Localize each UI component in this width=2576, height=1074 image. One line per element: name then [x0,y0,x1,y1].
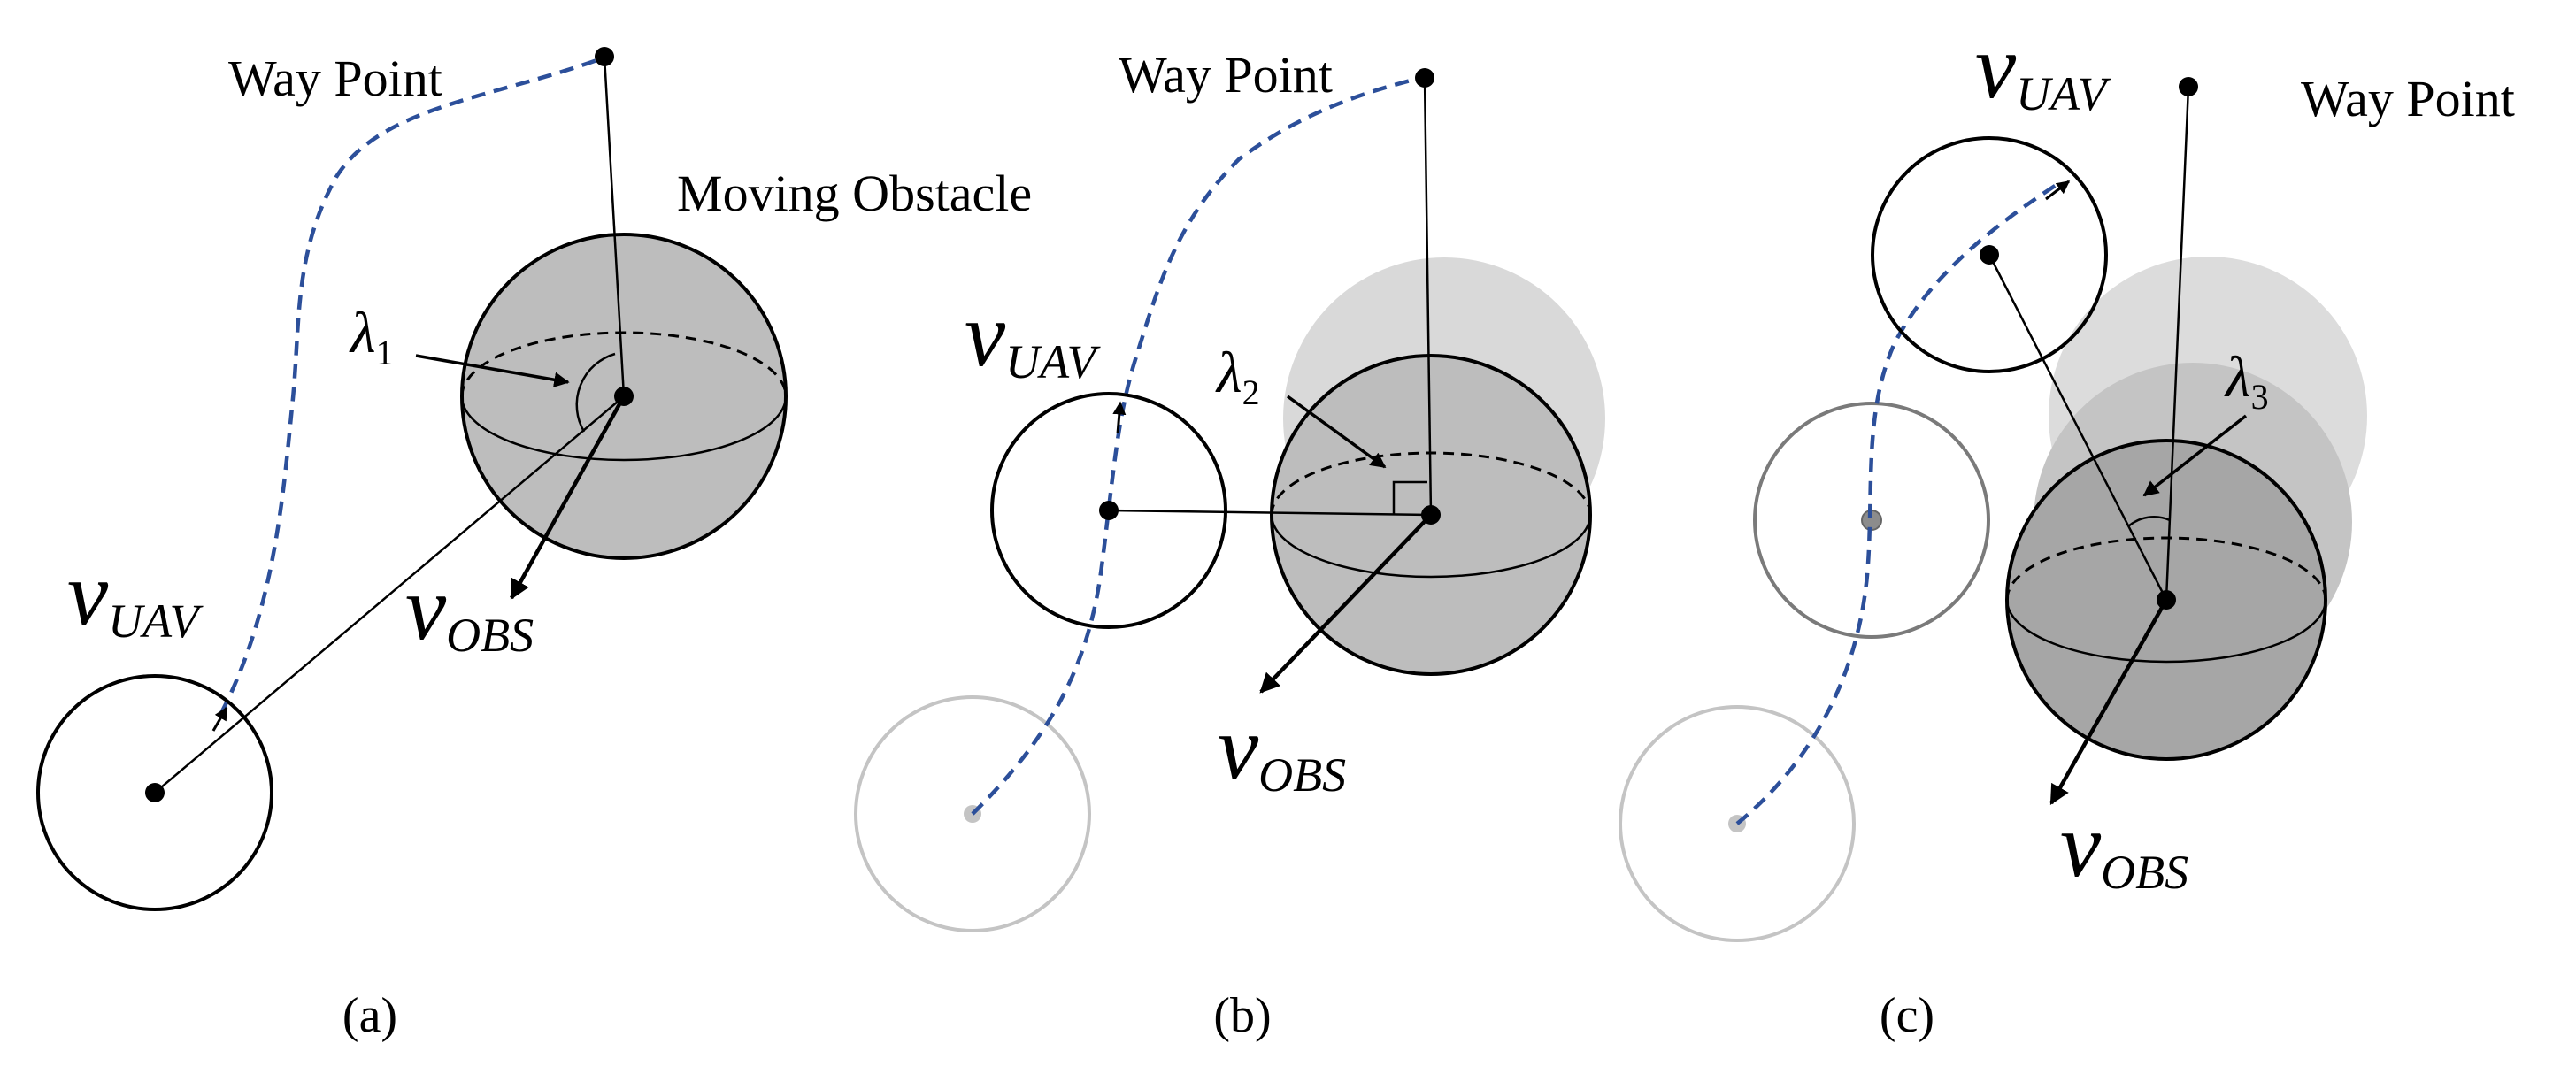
v-obs-symbol-a: v [405,557,447,659]
waypoint-label-b: Way Point [1119,46,1333,104]
v-obs-label-b: vOBS [1218,697,1346,802]
uav-center-c [1980,245,1999,265]
uav-velocity-arrow-a [211,706,228,732]
v-uav-symbol-c: v [1975,16,2017,118]
angle-arc-lambda3 [2127,516,2171,527]
obstacle-velocity-arrow-c [2049,598,2168,805]
uav-circle-b [990,392,1227,629]
v-obs-label-c: vOBS [2060,794,2188,899]
v-obs-symbol-b: v [1218,697,1259,799]
los-line-b [1108,509,1432,517]
obstacle-center-a [614,387,634,406]
v-obs-subscript-a: OBS [446,609,534,662]
obstacle-velocity-arrow-b [1259,513,1433,694]
lambda1-pointer [415,354,570,387]
uav-center-b [1099,501,1119,520]
obstacle-velocity-arrow-a [510,395,626,600]
panel-c: Way Point vUAV λ3 vOBS (c) [1619,16,2515,1043]
panel-a: Way Point Moving Obstacle λ1 vUAV vOBS (… [36,47,1032,1043]
lambda1-subscript: 1 [376,333,394,372]
lambda2-subscript: 2 [1242,372,1260,412]
obstacle-center-c [2157,590,2176,610]
v-obs-symbol-c: v [2060,794,2102,896]
uav-path-b [971,75,1421,816]
waypoint-dot-c [2179,77,2198,96]
uav-path-c [1735,180,2064,825]
lambda3-subscript: 3 [2251,377,2269,417]
lambda2-symbol: λ [1215,341,1242,405]
uav-ghost-circle-c2 [1753,402,1990,639]
lambda2-label: λ2 [1215,341,1260,412]
waypoint-label-a: Way Point [228,50,442,107]
v-uav-subscript-c: UAV [2016,67,2111,120]
obstacle-waypoint-line-b [1423,77,1433,516]
uav-velocity-arrow-b [1112,401,1127,434]
uav-ghost-circle-b [854,695,1091,932]
v-obs-subscript-b: OBS [1258,748,1346,802]
v-uav-symbol-b: v [965,284,1006,386]
panel-b: Way Point vUAV λ2 vOBS (b) [854,46,1605,1043]
v-uav-subscript-a: UAV [108,595,204,648]
waypoint-dot-a [595,47,614,66]
lambda3-symbol: λ [2224,345,2251,410]
waypoint-dot-b [1415,68,1434,88]
obstacle-center-b [1421,505,1441,525]
lambda3-label: λ3 [2224,345,2269,417]
v-uav-label-c: vUAV [1975,16,2111,120]
right-angle-marker-b [1392,480,1427,515]
v-uav-label-b: vUAV [965,284,1101,388]
lambda1-symbol: λ [349,301,376,365]
obstacle-waypoint-line-c [2165,86,2190,601]
uav-center-a [145,783,165,802]
los-line-a [154,395,625,794]
los-line-c [1988,254,2168,601]
v-obs-label-a: vOBS [405,557,534,662]
v-uav-subscript-b: UAV [1005,335,1101,388]
obstacle-waypoint-line-a [603,56,626,397]
uav-ghost-circle-c1 [1619,705,1856,942]
v-uav-label-a: vUAV [67,543,204,648]
angle-arc-lambda1 [575,352,616,433]
v-obs-subscript-c: OBS [2101,846,2188,899]
waypoint-label-c: Way Point [2301,70,2515,127]
v-uav-symbol-a: v [67,543,109,645]
moving-obstacle-label: Moving Obstacle [677,165,1032,222]
caption-a: (a) [342,988,397,1043]
caption-b: (b) [1213,988,1271,1043]
lambda1-label: λ1 [349,301,394,372]
uav-circle-c [1871,136,2108,373]
lambda2-pointer [1286,395,1387,469]
caption-c: (c) [1880,988,1934,1043]
uav-velocity-arrow-c [2045,180,2071,201]
uav-path-a [219,56,603,715]
lambda3-pointer [2142,414,2248,497]
uav-circle-a [36,674,273,911]
